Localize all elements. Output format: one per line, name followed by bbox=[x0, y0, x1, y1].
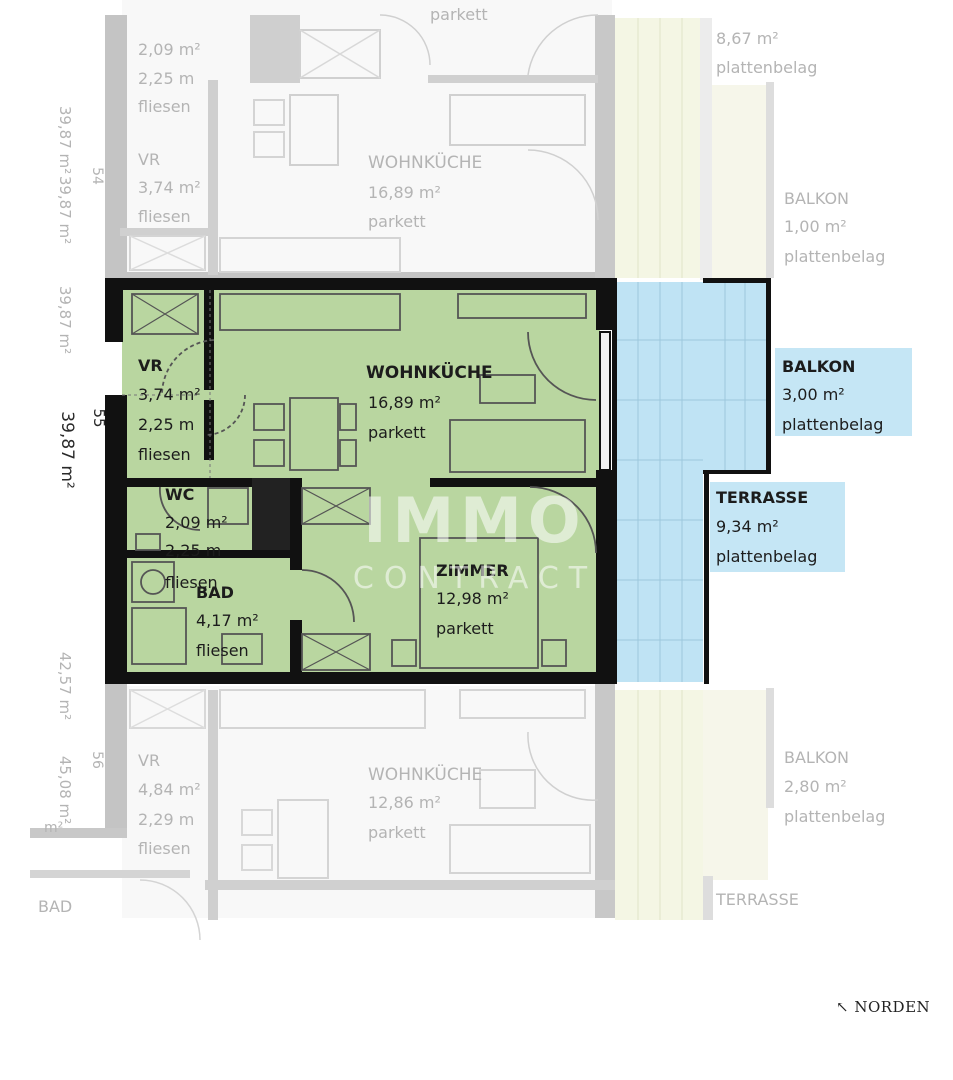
upper-wohnkueche-area: 16,89 m² bbox=[368, 183, 441, 202]
lower-vr-floor: fliesen bbox=[138, 839, 191, 858]
wc-height: 2,25 m bbox=[165, 541, 221, 560]
side-lower-area-a: 42,57 m² bbox=[56, 652, 74, 720]
upper-deck-area: 8,67 m² bbox=[716, 29, 779, 48]
side-lower-area-c: m² bbox=[44, 820, 63, 836]
apartment-main bbox=[105, 278, 771, 684]
north-indicator: ↖ NORDEN bbox=[836, 998, 931, 1016]
wc-name: WC bbox=[165, 485, 194, 504]
wohnkueche-area: 16,89 m² bbox=[368, 393, 441, 412]
lower-balkon-area: 2,80 m² bbox=[784, 777, 847, 796]
side-upper-number: 54 bbox=[89, 167, 105, 185]
lower-vr-name: VR bbox=[138, 751, 160, 770]
upper-deck-floor: plattenbelag bbox=[716, 58, 817, 77]
lower-bad-name: BAD bbox=[38, 897, 72, 916]
upper-wc-height: 2,25 m bbox=[138, 69, 194, 88]
lower-vr-height: 2,29 m bbox=[138, 810, 194, 829]
lower-terrasse-name: TERRASSE bbox=[715, 890, 799, 909]
side-upper-area-a: 39,87 m² bbox=[56, 106, 74, 174]
upper-balkon-area: 1,00 m² bbox=[784, 217, 847, 236]
terrasse-floor: plattenbelag bbox=[716, 547, 817, 566]
upper-top-label: parkett bbox=[430, 5, 488, 24]
upper-balkon-floor: plattenbelag bbox=[784, 247, 885, 266]
terrasse-label-highlight bbox=[710, 482, 845, 572]
upper-vr-floor: fliesen bbox=[138, 207, 191, 226]
balkon-area: 3,00 m² bbox=[782, 385, 845, 404]
vr-name: VR bbox=[138, 356, 163, 375]
zimmer-area: 12,98 m² bbox=[436, 589, 509, 608]
upper-wohnkueche-floor: parkett bbox=[368, 212, 426, 231]
wohnkueche-floor: parkett bbox=[368, 423, 426, 442]
wohnkueche-name: WOHNKÜCHE bbox=[366, 361, 493, 383]
lower-wohnkueche-floor: parkett bbox=[368, 823, 426, 842]
upper-wohnkueche-name: WOHNKÜCHE bbox=[368, 151, 482, 173]
upper-wc-area: 2,09 m² bbox=[138, 40, 201, 59]
neighbor-decks bbox=[615, 18, 774, 920]
lower-vr-area: 4,84 m² bbox=[138, 780, 201, 799]
balkon-name: BALKON bbox=[782, 357, 855, 376]
terrasse-area: 9,34 m² bbox=[716, 517, 779, 536]
balkon-floor: plattenbelag bbox=[782, 415, 883, 434]
neighbor-unit-lower bbox=[30, 682, 615, 941]
wc-floor: fliesen bbox=[165, 573, 218, 592]
zimmer-name: ZIMMER bbox=[436, 561, 509, 580]
upper-vr-area: 3,74 m² bbox=[138, 178, 201, 197]
bad-floor: fliesen bbox=[196, 641, 249, 660]
side-lower-area-b: 45,08 m² bbox=[56, 756, 74, 824]
neighbor-unit-upper bbox=[105, 0, 615, 281]
watermark-line2: CONTRACT bbox=[353, 561, 597, 596]
bad-name: BAD bbox=[196, 583, 234, 602]
terrasse-name: TERRASSE bbox=[716, 488, 808, 507]
vr-height: 2,25 m bbox=[138, 415, 194, 434]
side-lower-number: 56 bbox=[89, 751, 105, 769]
lower-wohnkueche-area: 12,86 m² bbox=[368, 793, 441, 812]
main-unit-area: 39,87 m² bbox=[57, 411, 77, 488]
balkon-label-highlight bbox=[775, 348, 912, 436]
side-upper-area-b: 39,87 m² bbox=[56, 176, 74, 244]
upper-balkon-name: BALKON bbox=[784, 189, 849, 208]
main-unit-number: 55 bbox=[90, 408, 108, 427]
watermark: IMMO CONTRACT bbox=[353, 484, 597, 596]
side-upper-area-c: 39,87 m² bbox=[56, 286, 74, 354]
wc-area: 2,09 m² bbox=[165, 513, 228, 532]
upper-vr-name: VR bbox=[138, 150, 160, 169]
vr-area: 3,74 m² bbox=[138, 385, 201, 404]
zimmer-floor: parkett bbox=[436, 619, 494, 638]
vr-floor: fliesen bbox=[138, 445, 191, 464]
lower-balkon-name: BALKON bbox=[784, 748, 849, 767]
bad-area: 4,17 m² bbox=[196, 611, 259, 630]
watermark-line1: IMMO bbox=[363, 484, 586, 557]
upper-wc-floor: fliesen bbox=[138, 97, 191, 116]
lower-balkon-floor: plattenbelag bbox=[784, 807, 885, 826]
lower-wohnkueche-name: WOHNKÜCHE bbox=[368, 763, 482, 785]
